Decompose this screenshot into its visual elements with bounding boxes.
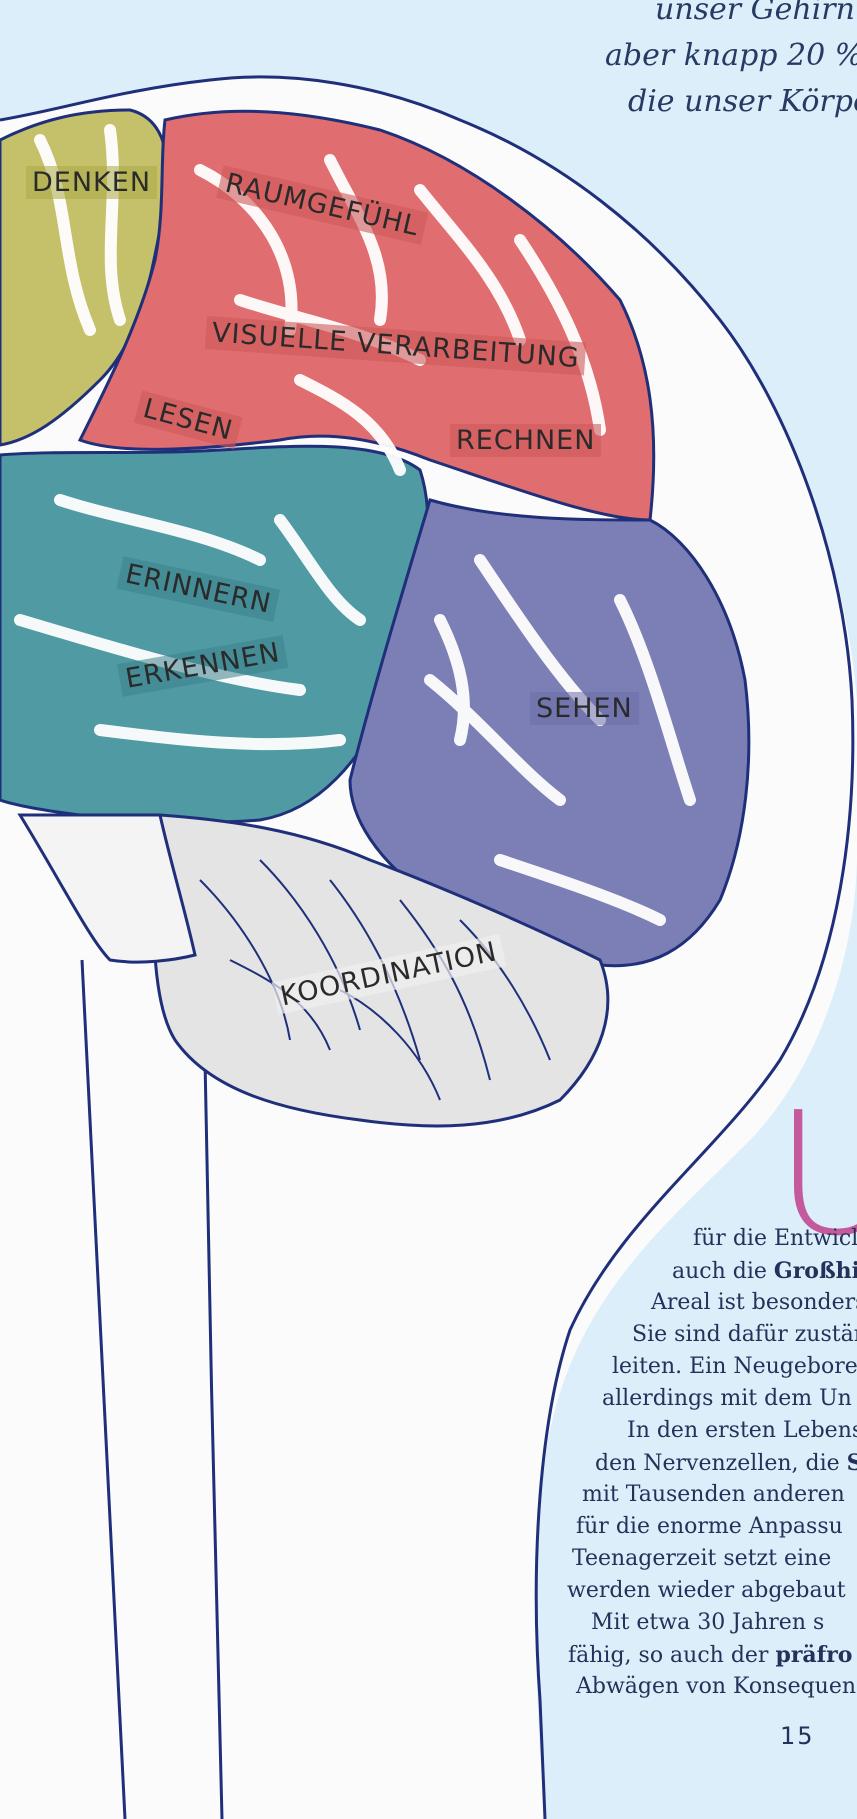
label-sehen: SEHEN bbox=[530, 692, 639, 725]
body-line-2-text: auch die bbox=[672, 1259, 774, 1284]
body-line-2-bold: Großhi bbox=[774, 1258, 857, 1284]
body-line-1: für die Entwicl bbox=[693, 1224, 857, 1254]
body-line-2: auch die Großhi bbox=[672, 1256, 857, 1287]
label-rechnen: RECHNEN bbox=[450, 424, 601, 457]
label-denken: DENKEN bbox=[26, 166, 157, 199]
body-line-8-text: den Nervenzellen, die bbox=[595, 1451, 847, 1476]
body-line-4: Sie sind dafür zustän bbox=[632, 1320, 857, 1350]
body-line-12: werden wieder abgebaut bbox=[567, 1576, 846, 1606]
quote-line-2: aber knapp 20 % a bbox=[605, 38, 857, 73]
page-number: 15 bbox=[780, 1722, 815, 1750]
body-line-13: Mit etwa 30 Jahren s bbox=[591, 1608, 824, 1638]
body-line-11: Teenagerzeit setzt eine bbox=[572, 1544, 831, 1574]
body-line-9: mit Tausenden anderen bbox=[582, 1480, 845, 1510]
body-line-7: In den ersten Lebens bbox=[627, 1416, 857, 1446]
body-line-6: allerdings mit dem Un bbox=[602, 1384, 852, 1414]
body-line-14: fähig, so auch der präfro bbox=[568, 1640, 852, 1671]
body-line-5: leiten. Ein Neugeborer bbox=[612, 1352, 857, 1382]
neck-line-right bbox=[205, 1060, 222, 1819]
body-line-8: den Nervenzellen, die Sy bbox=[595, 1448, 857, 1479]
quote-line-3: die unser Körper bbox=[628, 84, 857, 119]
body-line-3: Areal ist besonders bbox=[651, 1288, 857, 1318]
body-line-14-text: fähig, so auch der bbox=[568, 1643, 775, 1668]
quote-line-1: unser Gehirn a bbox=[655, 0, 857, 27]
body-line-8-bold: Sy bbox=[847, 1450, 857, 1476]
body-line-14-bold: präfro bbox=[775, 1642, 852, 1668]
neck-line-left bbox=[82, 960, 125, 1819]
body-line-15: Abwägen von Konsequen bbox=[576, 1672, 856, 1702]
body-line-10: für die enorme Anpassu bbox=[576, 1512, 843, 1542]
